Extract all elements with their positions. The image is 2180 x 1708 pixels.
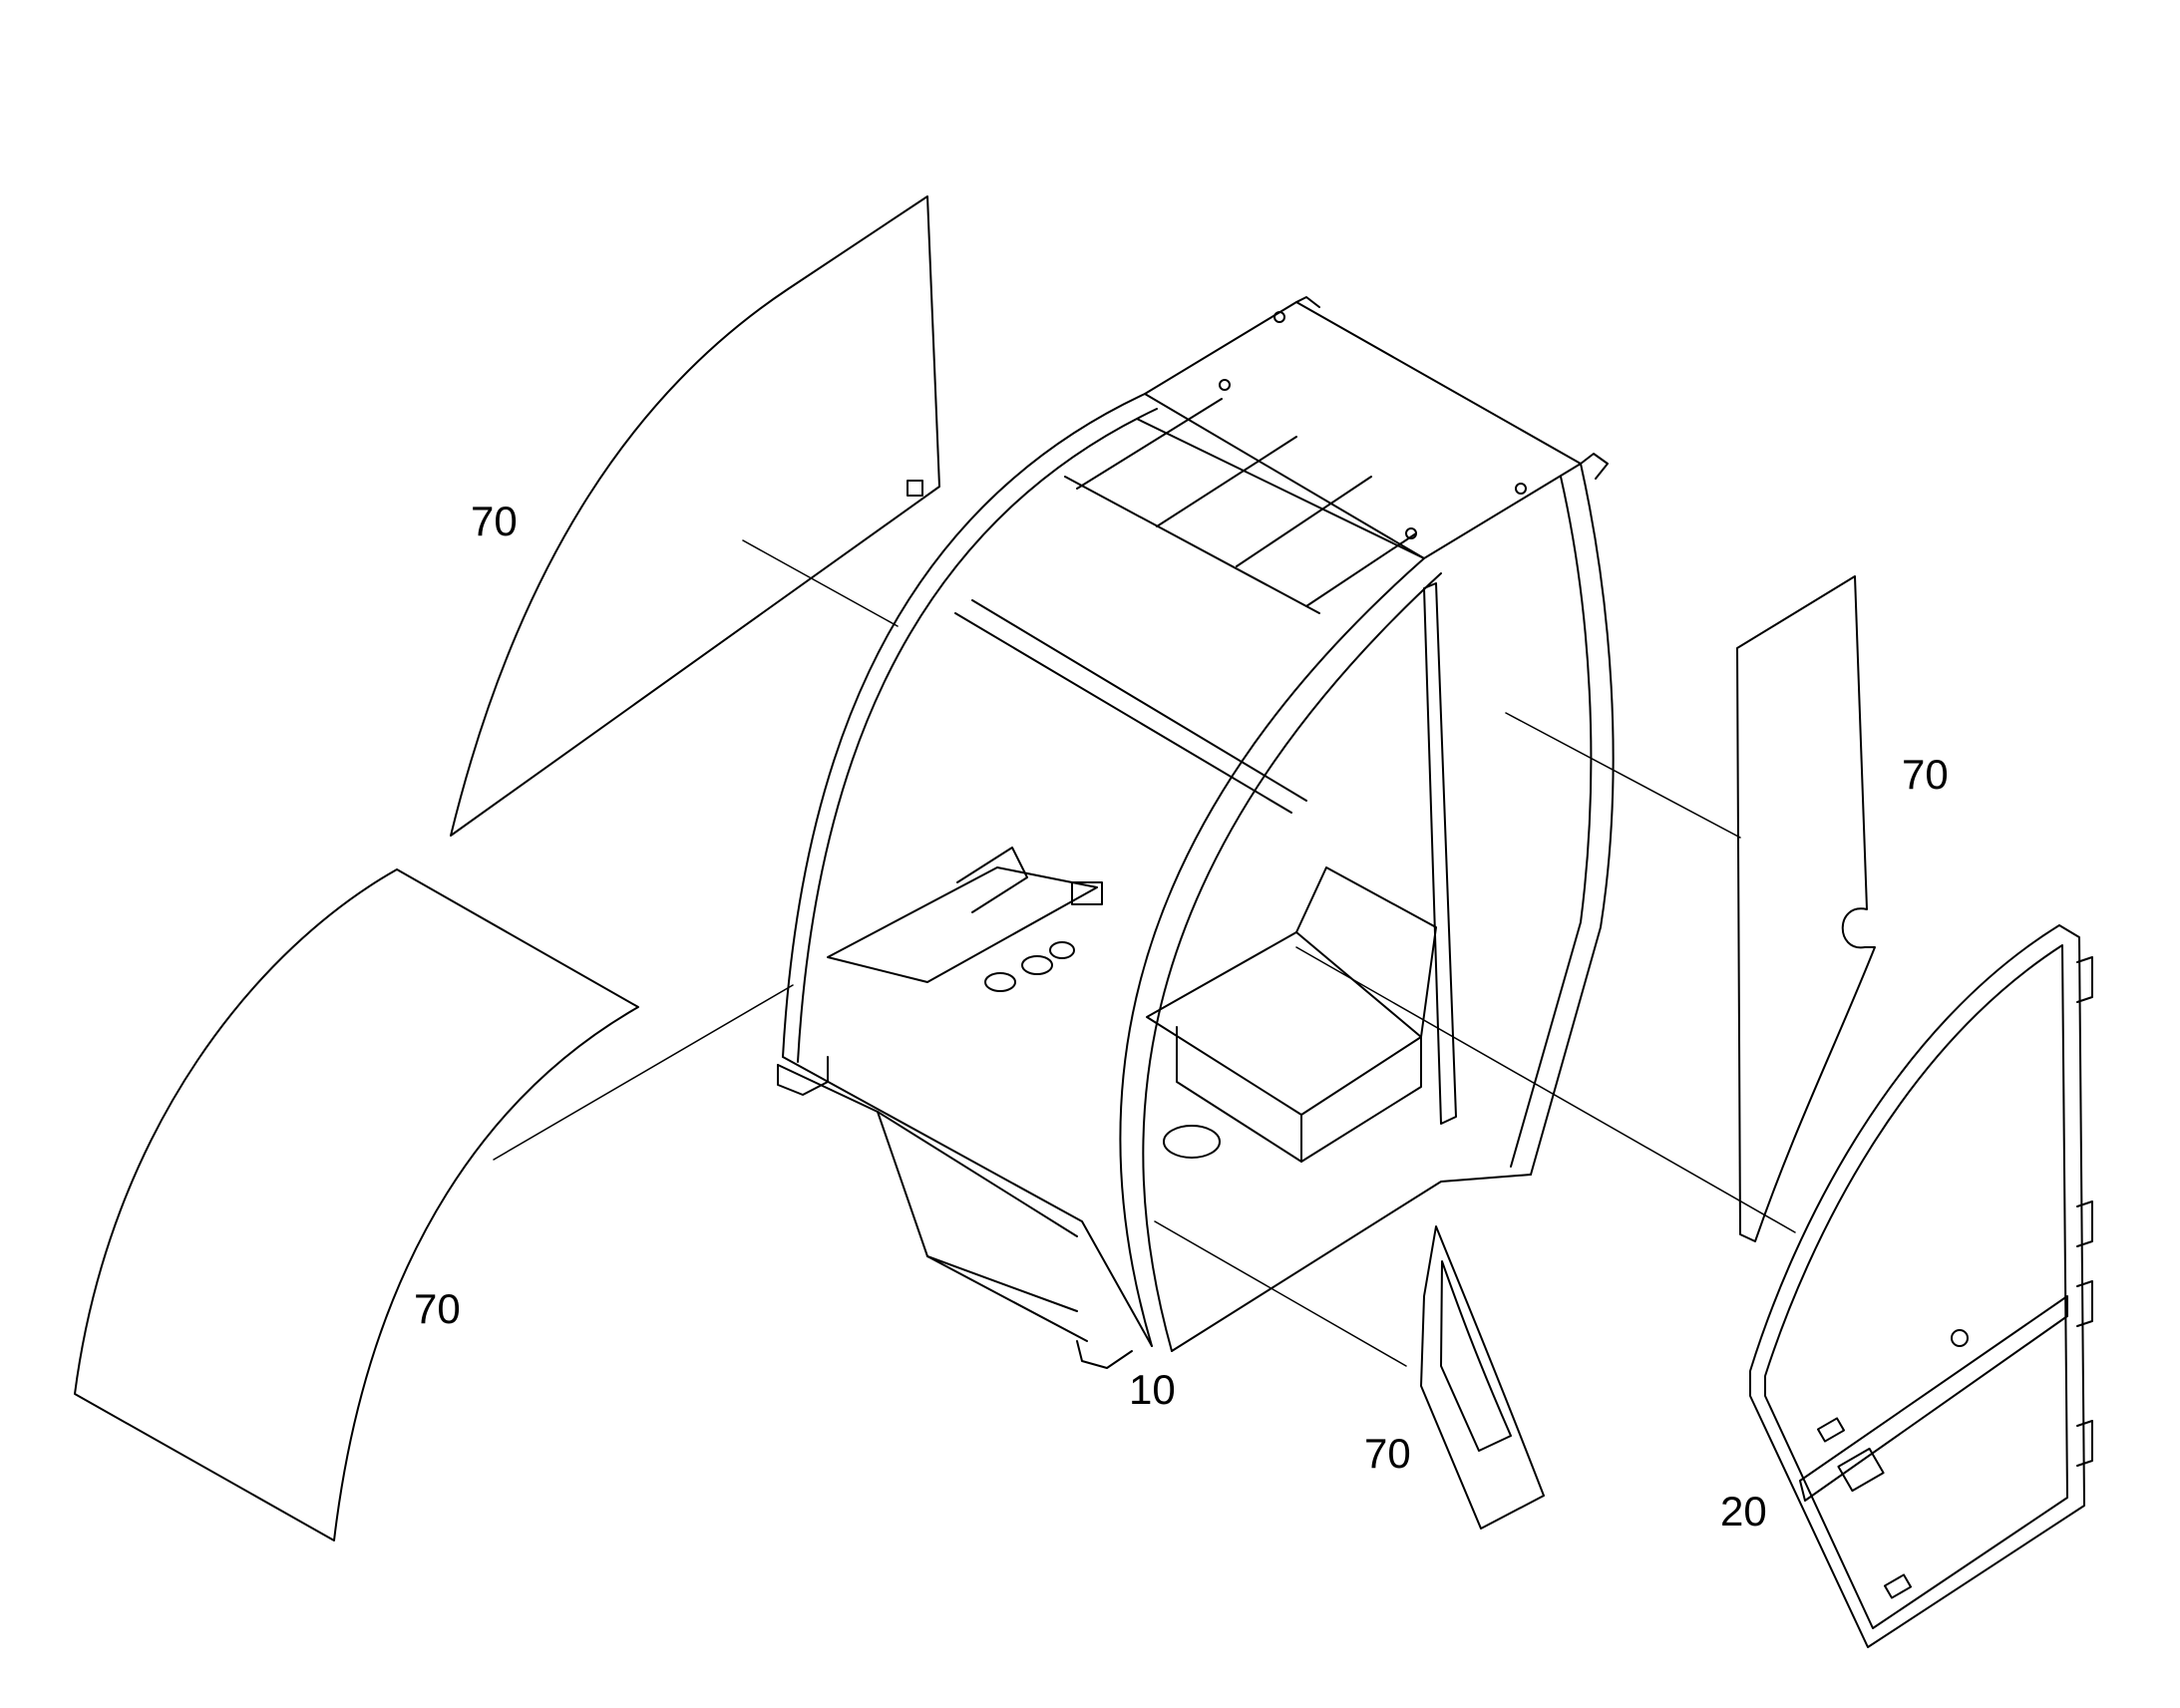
leader-lines [493, 539, 1796, 1367]
leader-line [1505, 712, 1741, 839]
callout-20-door: 20 [1720, 1488, 1767, 1535]
leader-line [742, 539, 899, 627]
rear-glass-panel [1736, 575, 1876, 1242]
callout-10-frame: 10 [1129, 1366, 1176, 1413]
front-glass-panel-bottom [74, 868, 639, 1541]
callout-70-top-left: 70 [471, 498, 518, 544]
callout-70-right: 70 [1902, 751, 1949, 798]
small-side-glass [1420, 1225, 1545, 1530]
front-glass-panel-top [450, 195, 940, 837]
callout-70-bottom-left: 70 [414, 1285, 461, 1332]
cab-door [1749, 924, 2093, 1648]
glass-marker [907, 480, 923, 497]
leader-line [1154, 1220, 1407, 1367]
leader-line [1295, 946, 1796, 1233]
callout-70-small-glass: 70 [1364, 1430, 1411, 1477]
cab-frame [777, 296, 1615, 1369]
leader-line [493, 984, 794, 1161]
